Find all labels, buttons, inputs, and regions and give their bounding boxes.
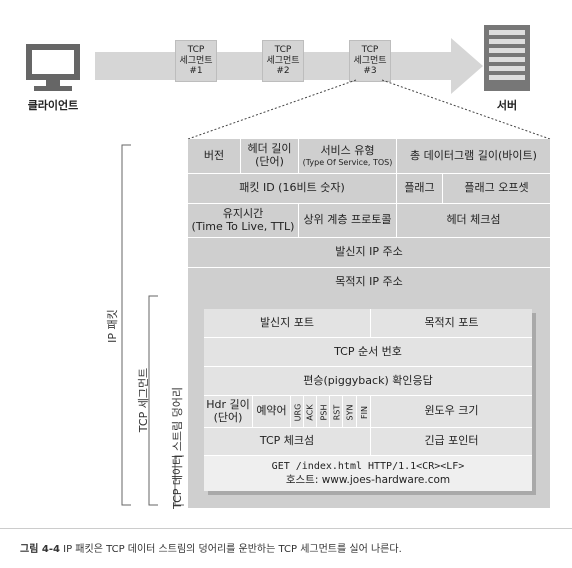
client-label: 클라이언트 xyxy=(27,99,79,112)
tcp-urgent-pointer: 긴급 포인터 xyxy=(370,427,532,455)
caption-text: IP 패킷은 TCP 데이터 스트림의 덩어리를 운반하는 TCP 세그먼트를 … xyxy=(59,544,402,555)
tcp-flag-urg: URG xyxy=(290,395,304,428)
ip-total-length: 총 데이터그램 길이(바이트) xyxy=(396,139,550,173)
caption-label: 그림 4-4 xyxy=(20,544,60,555)
figure-caption: 그림 4-4 IP 패킷은 TCP 데이터 스트림의 덩어리를 운반하는 TCP… xyxy=(20,540,402,555)
ip-tos: 서비스 유형(Type Of Service, TOS) xyxy=(298,139,396,173)
tcp-destination-port: 목적지 포트 xyxy=(370,309,532,337)
tcp-reserved: 예약어 xyxy=(252,395,290,427)
tcp-flag-fin: FIN xyxy=(356,395,371,428)
ip-packet-label: IP 패킷 xyxy=(106,309,119,343)
server-icon xyxy=(484,25,530,91)
tcp-sequence-number: TCP 순서 번호 xyxy=(204,337,532,366)
ip-header-checksum: 헤더 체크섬 xyxy=(396,203,550,237)
payload-line-2: 호스트: www.joes-hardware.com xyxy=(285,474,451,487)
tcp-segment-label: TCP 세그먼트 xyxy=(137,367,150,433)
ip-source-address: 발신지 IP 주소 xyxy=(188,237,550,267)
ip-destination-address: 목적지 IP 주소 xyxy=(188,267,550,297)
tcp-window-size: 윈도우 크기 xyxy=(370,395,532,427)
tcp-stream-label: TCP 데이터 스트림 덩어리 xyxy=(171,387,184,509)
tcp-acknowledgment: 편승(piggyback) 확인응답 xyxy=(204,366,532,395)
tcp-flag-syn: SYN xyxy=(342,395,357,428)
ip-packet-id: 패킷 ID (16비트 숫자) xyxy=(188,173,396,203)
caption-divider xyxy=(0,528,572,529)
tcp-payload: GET /index.html HTTP/1.1<CR><LF> 호스트: ww… xyxy=(204,455,532,491)
ip-version: 버전 xyxy=(203,148,225,162)
tcp-checksum: TCP 체크섬 xyxy=(204,427,370,455)
tcp-flag-psh: PSH xyxy=(316,395,330,428)
tcp-flag-rst: RST xyxy=(329,395,343,428)
ip-protocol: 상위 계층 프로토콜 xyxy=(298,203,396,237)
ip-ttl: 유지시간(Time To Live, TTL) xyxy=(188,203,298,237)
tcp-source-port: 발신지 포트 xyxy=(259,315,315,329)
computer-icon xyxy=(26,44,80,91)
ip-fragment-offset: 플래그 오프셋 xyxy=(442,173,550,203)
tcp-flag-ack: ACK xyxy=(303,395,317,428)
ip-flags: 플래그 xyxy=(396,173,442,203)
tcp-header-length: Hdr 길이(단어) xyxy=(204,395,252,427)
server-label: 서버 xyxy=(496,99,518,112)
ip-header-length: 헤더 길이(단어) xyxy=(240,139,298,173)
payload-line-1: GET /index.html HTTP/1.1<CR><LF> xyxy=(271,460,465,472)
